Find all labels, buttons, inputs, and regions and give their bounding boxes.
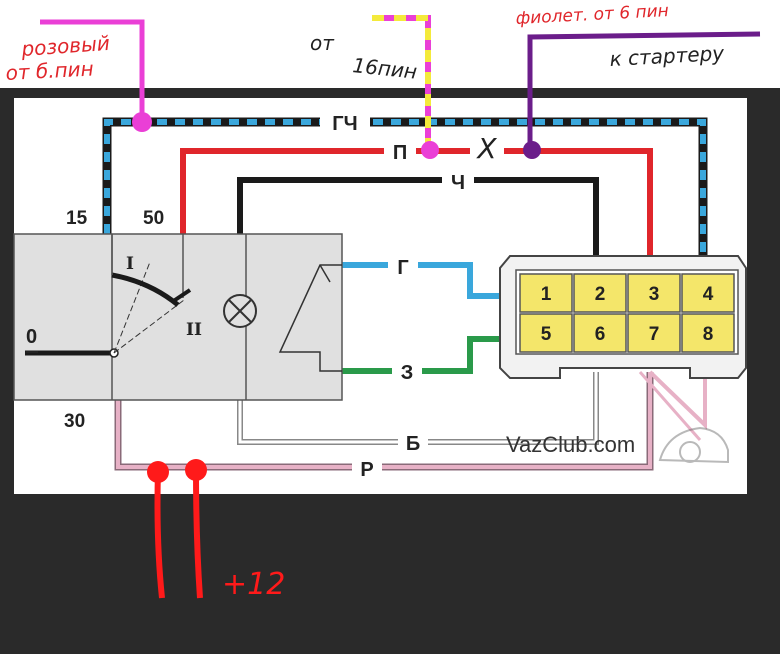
wire-label-p: П: [393, 142, 407, 164]
position-II: II: [186, 320, 202, 340]
wire-label-ch: Ч: [451, 172, 465, 194]
label-bg-z: [392, 356, 422, 384]
switch-dash-1: [113, 261, 151, 354]
connector-pin-label: 7: [649, 324, 660, 345]
label-bg-ch: [442, 167, 474, 195]
wire-r-branch2: [638, 371, 702, 441]
marker-yp-dot: [421, 141, 439, 159]
wire-label-z: З: [401, 362, 414, 384]
label-bg-b: [398, 428, 428, 456]
connector-pin-cell: [681, 273, 735, 313]
ignition-switch-box: [13, 233, 343, 401]
wire-label-r: Р: [360, 459, 373, 481]
connector-pin-label: 8: [703, 324, 714, 345]
connector-pin-label: 2: [595, 284, 606, 305]
connector-pin-cell: [627, 273, 681, 313]
note-plus12: +12: [222, 567, 285, 602]
connector-pin-cell: [573, 313, 627, 353]
marker-red-wire-2: [193, 469, 203, 599]
connector-pin-cell: [519, 273, 573, 313]
wire-gch: [104, 119, 706, 256]
connector-pin-cell: [627, 313, 681, 353]
connector-pins: 1 2 3 4 5 6 7 8: [519, 273, 735, 353]
marker-pink-line: [40, 19, 145, 118]
lamp-cross-2: [228, 299, 252, 323]
marker-yp-line: [372, 15, 431, 146]
marker-pink-dot: [132, 112, 152, 132]
switch-contact-50: [170, 288, 192, 304]
position-0: 0: [26, 326, 37, 348]
relay-tick: [319, 264, 331, 283]
terminal-30: 30: [64, 411, 85, 432]
connector-pin-label: 4: [703, 284, 714, 305]
marker-red-dot-2: [185, 459, 207, 481]
watermark-text: VazClub.com: [506, 432, 635, 457]
wire-p: [180, 148, 653, 256]
wire-r: [116, 372, 652, 469]
label-bg-r: [352, 454, 382, 482]
wire-ch: [237, 177, 599, 256]
connector-pin-label: 5: [541, 324, 552, 345]
connector-pin-label: 6: [595, 324, 606, 345]
position-I: I: [126, 254, 134, 274]
relay-contact: [278, 264, 342, 372]
connector-pin-label: 1: [541, 284, 552, 305]
label-bg-g: [388, 252, 418, 280]
marker-violet-line: [527, 31, 761, 148]
note-yp-1: от: [310, 31, 335, 55]
label-bg-gch: [320, 108, 370, 136]
marker-violet-dot: [523, 141, 541, 159]
connector-pin-label: 3: [649, 284, 660, 305]
marker-red-wire-1: [154, 469, 165, 599]
note-pink-2: от б.пин: [5, 56, 94, 85]
terminal-50: 50: [143, 208, 164, 229]
watermark-car-icon: [658, 426, 729, 464]
marker-red-dot-1: [147, 461, 169, 483]
connector-pin-cell: [573, 273, 627, 313]
cross-mark: X: [475, 132, 497, 165]
wire-r-branch: [648, 370, 707, 430]
wire-label-b: Б: [406, 433, 420, 455]
cross-mark-bg: [470, 132, 504, 162]
connector-pin-cell: [681, 313, 735, 353]
switch-dash-2: [113, 299, 185, 354]
label-bg-p: [384, 138, 416, 166]
wire-label-g: Г: [397, 257, 408, 279]
wire-label-gch: ГЧ: [332, 113, 357, 135]
connector-pin-cell: [519, 313, 573, 353]
terminal-15: 15: [66, 208, 88, 229]
